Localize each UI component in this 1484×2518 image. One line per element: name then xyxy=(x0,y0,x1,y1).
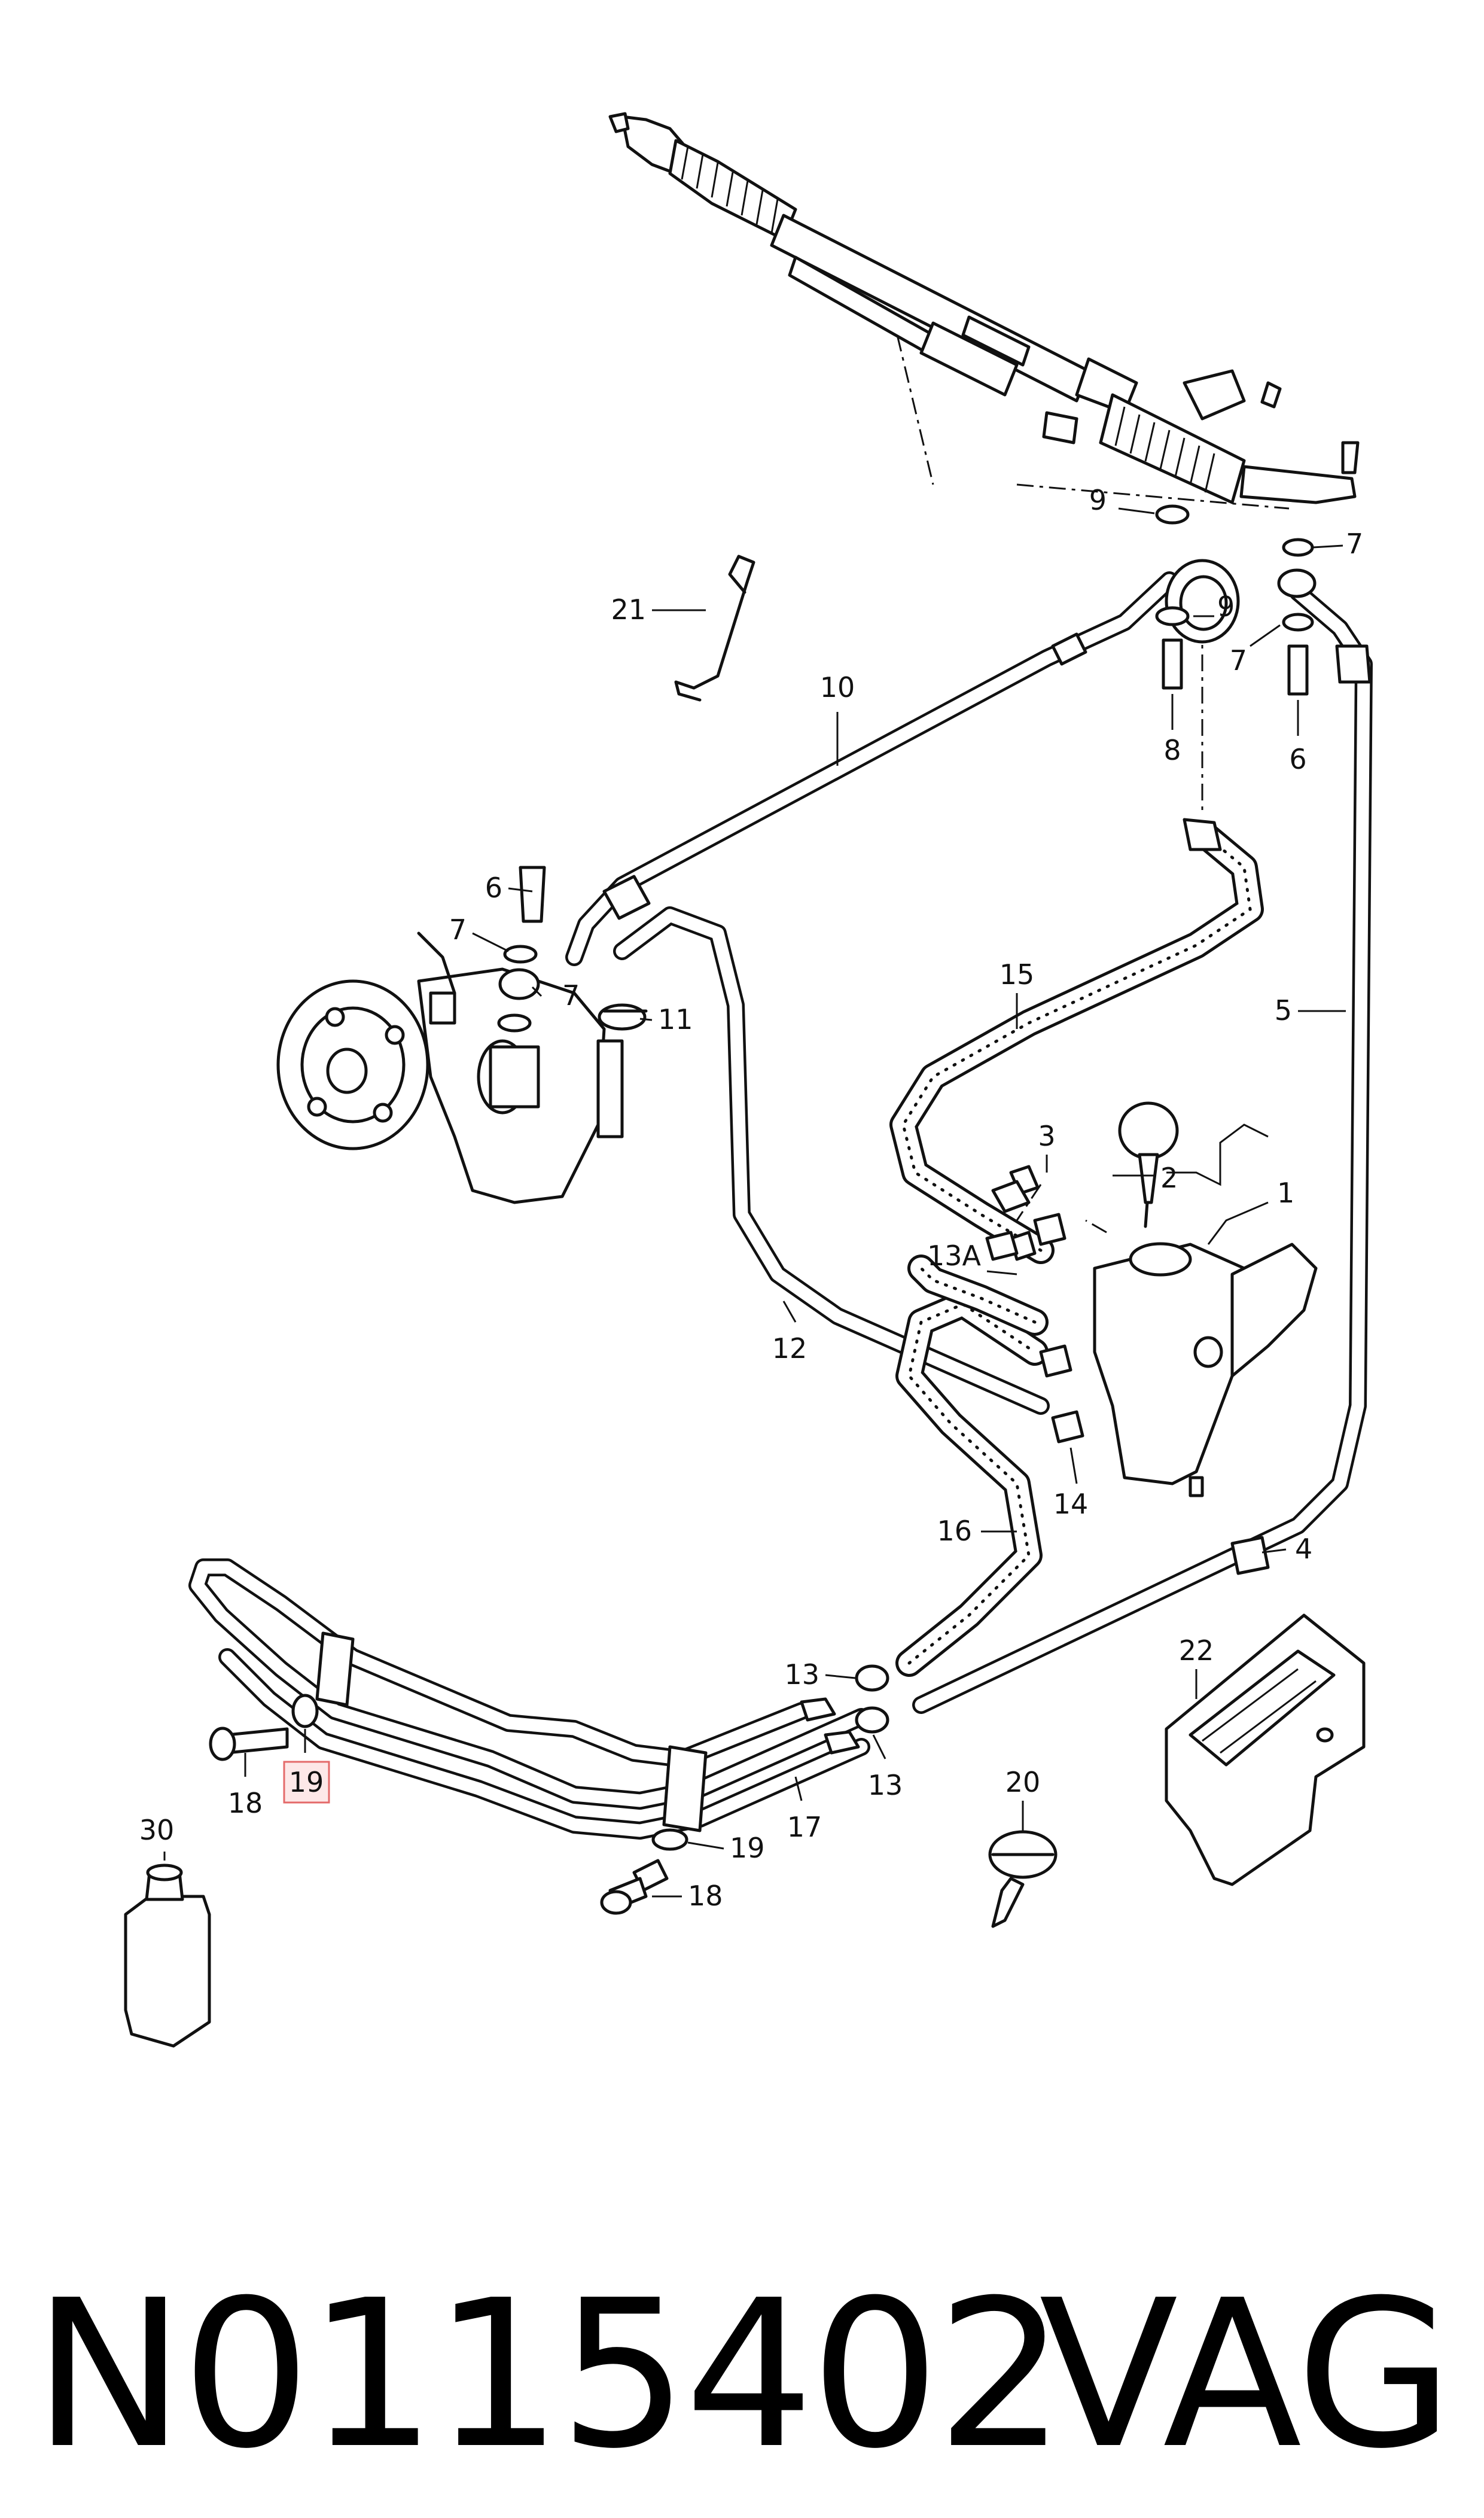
callout-21: 21 xyxy=(611,593,646,626)
callout-2: 2 xyxy=(1160,1162,1178,1194)
callout-7-right-mid: 7 xyxy=(1230,644,1247,677)
callout-19-right: 19 xyxy=(730,1832,765,1864)
line-5 xyxy=(912,583,1373,1714)
callout-22: 22 xyxy=(1179,1634,1214,1667)
leader-lines xyxy=(163,507,1346,1898)
callout-6-right: 6 xyxy=(1289,743,1306,775)
callout-20: 20 xyxy=(1005,1766,1041,1798)
parts-diagram: 9 7 9 7 8 6 21 10 6 7 7 11 15 3 2 1 5 13… xyxy=(124,112,1373,2048)
callout-13-bottom: 13 xyxy=(868,1769,903,1801)
callout-30: 30 xyxy=(139,1814,175,1846)
callout-12: 12 xyxy=(772,1332,807,1365)
cover-22 xyxy=(1165,1613,1366,1886)
power-steering-pump xyxy=(276,931,624,1204)
hose-16 xyxy=(895,1255,1049,1677)
footer: N0115402 VAG xyxy=(0,2237,1484,2513)
callout-14: 14 xyxy=(1053,1488,1089,1520)
callout-3: 3 xyxy=(1038,1120,1055,1152)
brand-name: VAG xyxy=(1039,2257,1453,2493)
callout-5: 5 xyxy=(1275,994,1292,1027)
callout-7-left-top: 7 xyxy=(449,914,467,946)
callout-19-left: 19 xyxy=(289,1766,324,1798)
callout-11: 11 xyxy=(658,1003,693,1036)
callout-13-top: 13 xyxy=(784,1658,819,1691)
fluid-reservoir xyxy=(1093,1242,1318,1497)
lower-bolts xyxy=(209,1694,688,1915)
callout-10: 10 xyxy=(820,671,855,704)
banjo-fittings xyxy=(497,504,1317,1033)
line-12 xyxy=(613,906,1050,1415)
callout-9-mid: 9 xyxy=(1217,590,1235,623)
callout-4: 4 xyxy=(1295,1533,1312,1565)
callout-6-left: 6 xyxy=(485,872,502,904)
reservoir-cap xyxy=(1118,1101,1179,1228)
callout-9-top: 9 xyxy=(1089,484,1107,516)
callout-7-right-top: 7 xyxy=(1346,528,1363,560)
part-number: N0115402 xyxy=(33,2257,1066,2493)
callout-18-left: 18 xyxy=(228,1787,263,1819)
callout-8: 8 xyxy=(1163,734,1181,766)
hose-15 xyxy=(889,818,1264,1264)
callout-18-right: 18 xyxy=(688,1880,723,1912)
hose-clamps xyxy=(855,1165,1270,1734)
clamp-20 xyxy=(988,1830,1058,1928)
callout-17: 17 xyxy=(787,1811,822,1843)
callout-labels: 9 7 9 7 8 6 21 10 6 7 7 11 15 3 2 1 5 13… xyxy=(139,484,1364,1912)
steering-rack xyxy=(608,112,1360,504)
callout-1: 1 xyxy=(1277,1177,1294,1209)
fluid-bottle-30 xyxy=(124,1864,211,2048)
hose-10 xyxy=(565,559,1240,966)
clamp-11 xyxy=(598,1003,648,1031)
highlight-19 xyxy=(283,1761,330,1804)
callout-7-left-bottom: 7 xyxy=(562,979,580,1012)
callout-13A: 13A xyxy=(927,1240,982,1272)
callout-16: 16 xyxy=(937,1515,972,1547)
cooler-line-17 xyxy=(188,1558,870,1840)
callout-15: 15 xyxy=(1000,958,1035,991)
clip-21 xyxy=(674,555,755,702)
